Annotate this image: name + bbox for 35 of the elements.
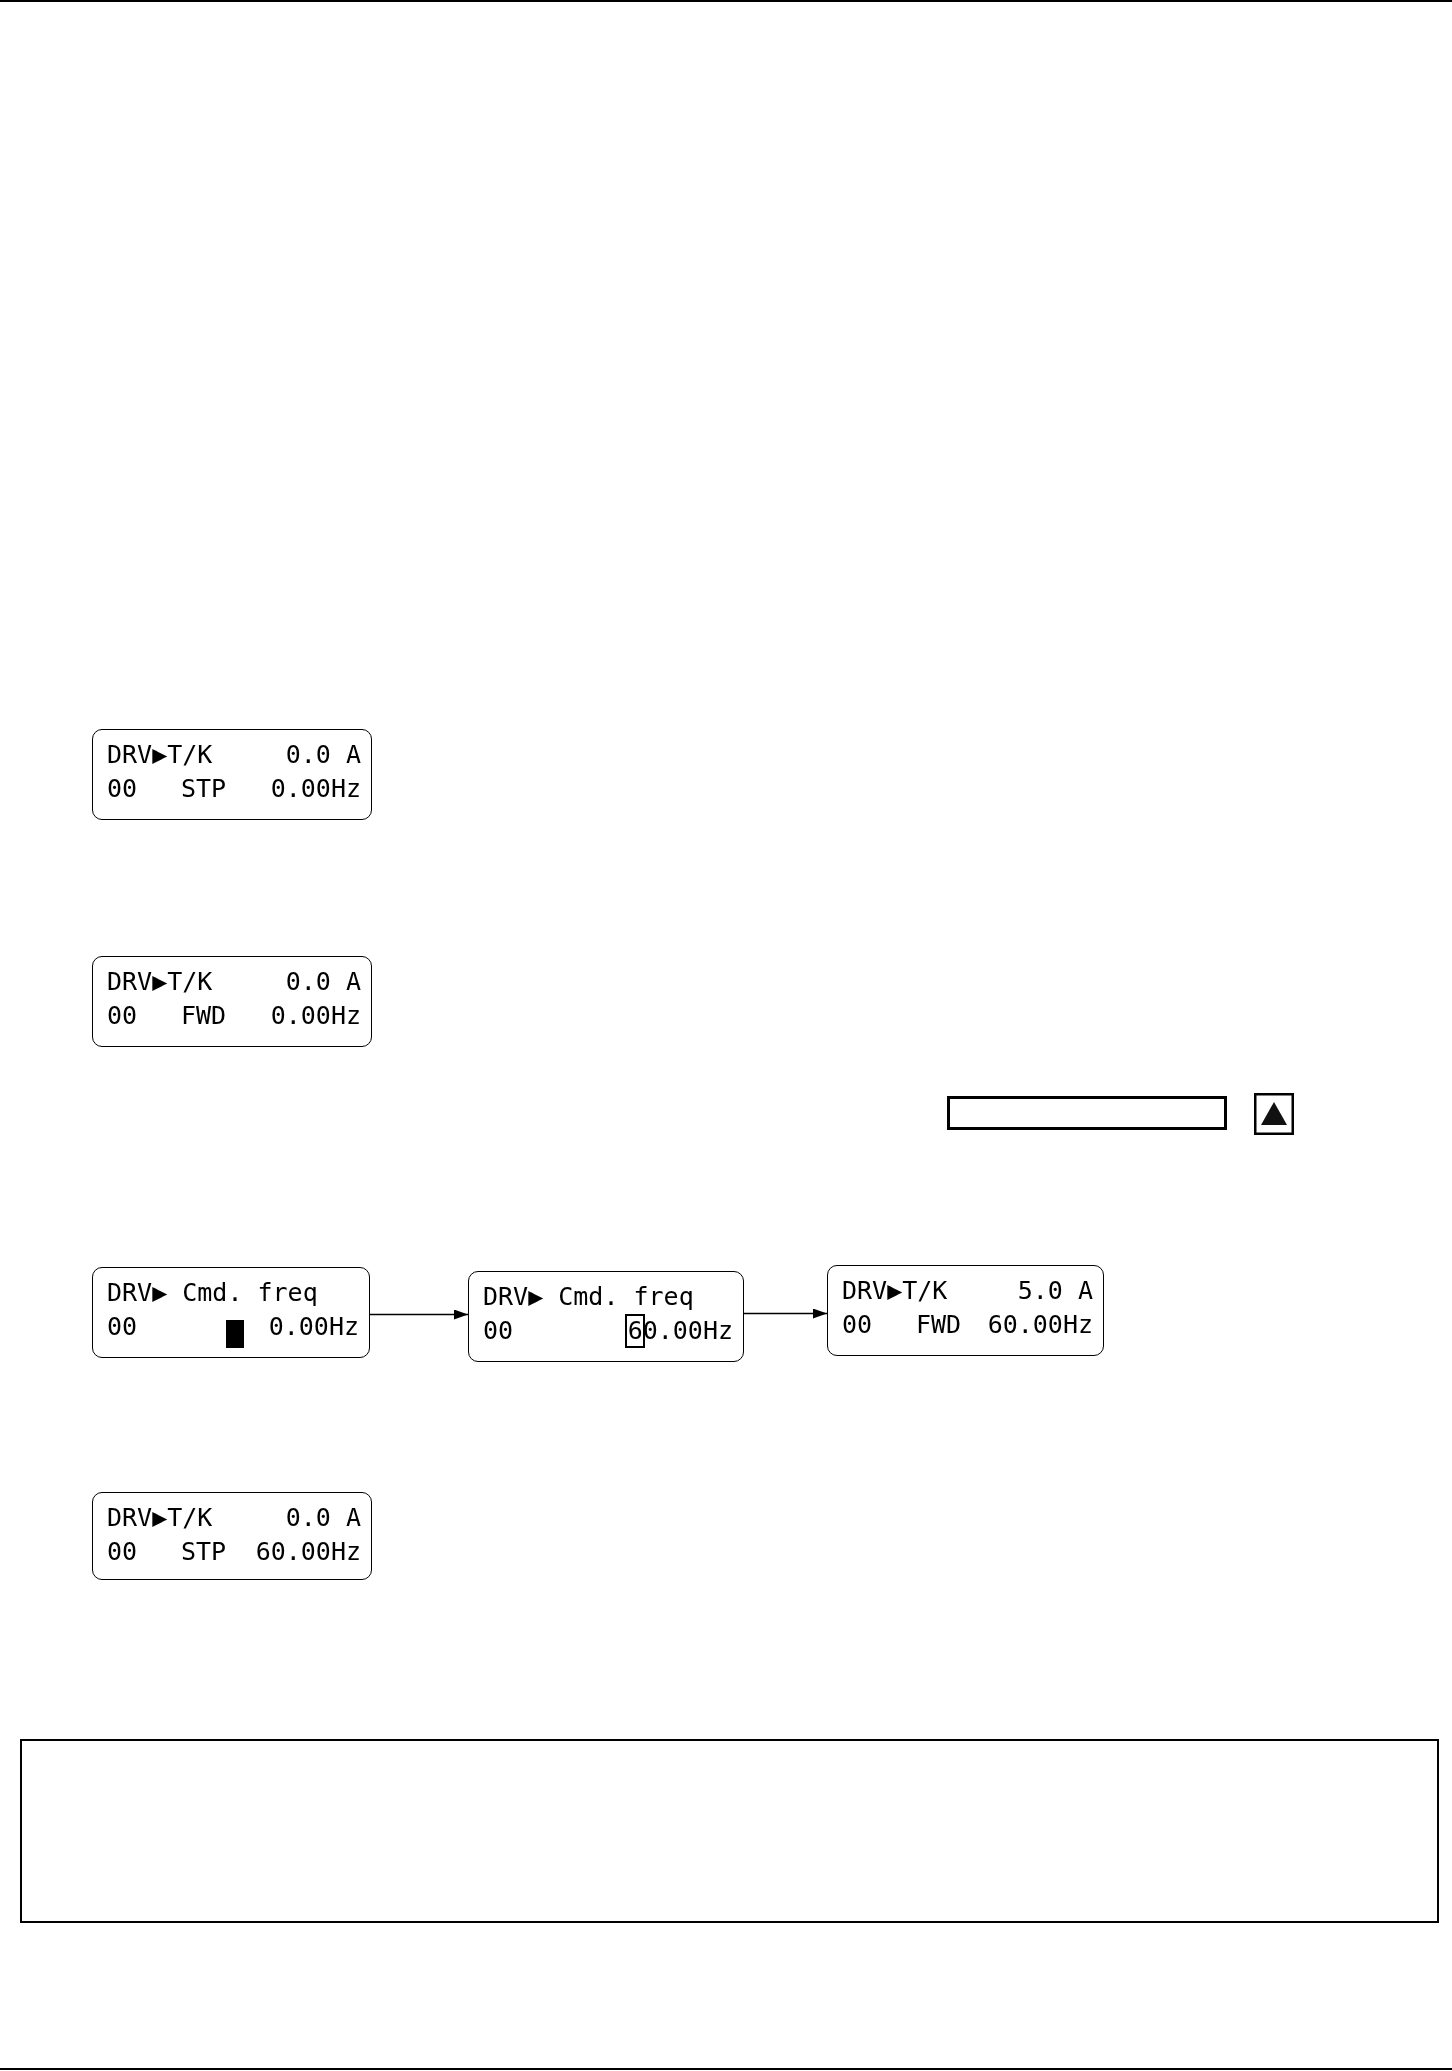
lcd-display <box>92 956 372 1047</box>
display-text: DRV▶T/K <box>107 740 213 770</box>
display-text: 0.0 A <box>285 1503 361 1533</box>
empty-frame <box>947 1096 1227 1130</box>
display-text: 00 <box>842 1310 873 1340</box>
display-text: FWD <box>916 1310 962 1340</box>
display-text: DRV▶ Cmd. freq <box>107 1278 318 1308</box>
display-text: FWD <box>181 1001 227 1031</box>
display-text: DRV▶T/K <box>107 1503 213 1533</box>
lcd-display <box>92 729 372 820</box>
display-text: 00 <box>107 1312 138 1342</box>
display-text: 0.00Hz <box>268 1312 359 1342</box>
arrow <box>743 1308 828 1319</box>
lcd-display <box>468 1271 744 1362</box>
display-text: 00 <box>483 1316 514 1346</box>
display-text: 00 <box>107 1001 138 1031</box>
display-text: DRV▶T/K <box>107 967 213 997</box>
display-text: DRV▶T/K <box>842 1276 948 1306</box>
display-text: STP <box>181 774 227 804</box>
display-text: 0.00Hz <box>270 774 361 804</box>
display-text: 00 <box>107 774 138 804</box>
display-text: 0.00Hz <box>270 1001 361 1031</box>
display-text: DRV▶ Cmd. freq <box>483 1282 694 1312</box>
empty-frame <box>20 1739 1439 1923</box>
display-text: 60.00Hz <box>987 1310 1093 1340</box>
lcd-display <box>92 1492 372 1580</box>
display-text: STP <box>181 1537 227 1567</box>
lcd-display <box>92 1267 370 1358</box>
display-text: 0.0 A <box>285 740 361 770</box>
display-text: 0.0 A <box>285 967 361 997</box>
display-text: 00 <box>107 1537 138 1567</box>
display-text: 5.0 A <box>1017 1276 1093 1306</box>
display-text: 60.00Hz <box>255 1537 361 1567</box>
arrow <box>369 1309 469 1320</box>
lcd-display <box>827 1265 1104 1356</box>
